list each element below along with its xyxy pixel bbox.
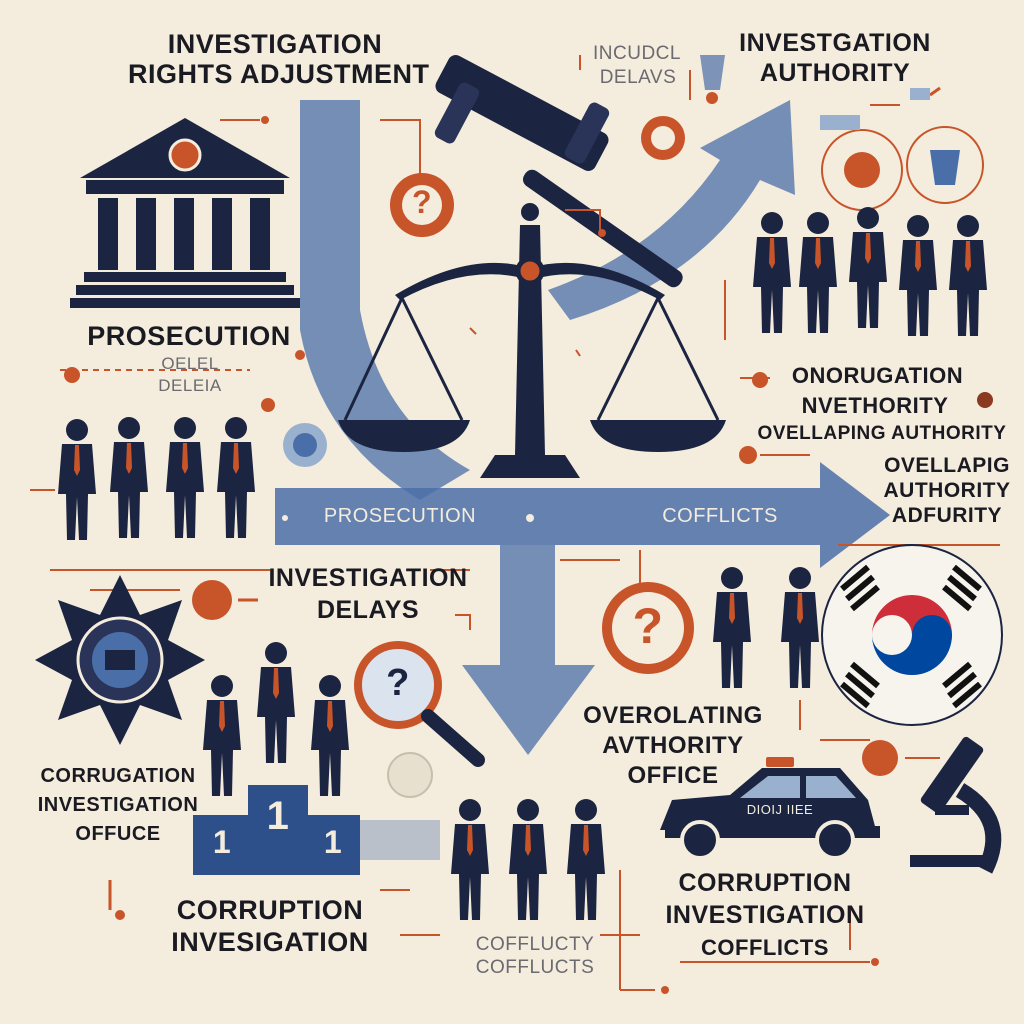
title-line-1: INVESTIGATION — [167, 29, 383, 59]
overlapping-authority-line-1: OVEROLATING — [583, 702, 763, 729]
top-faint-label-2: DELAVS — [599, 67, 677, 88]
bottom-right-line-1: CORRUPTION — [678, 869, 852, 897]
corruption-investigation-line-2: INVESIGATION — [171, 927, 369, 957]
right-label-3: OVELLAPING AUTHORITY — [757, 423, 1007, 444]
corruption-investigation-line-1: CORRUPTION — [176, 895, 364, 925]
scales-of-justice-icon — [338, 203, 726, 478]
corruption-office-line-2: INVESTIGATION — [37, 794, 199, 816]
question-icon-left — [390, 173, 454, 237]
microscope-icon — [910, 736, 1002, 874]
title-line-2: RIGHTS ADJUSTMENT — [128, 59, 430, 89]
far-right-label-3: ADFURITY — [891, 504, 1003, 527]
podium-label-left: 1 — [212, 824, 232, 860]
podium-icon — [193, 785, 360, 875]
overlapping-authority-line-3: OFFICE — [627, 762, 719, 789]
globe-icon — [283, 423, 327, 467]
police-car-text: DIOIJ IIEE — [746, 802, 814, 817]
question-mark-large: ? — [632, 598, 664, 654]
circle-badge-icon — [821, 126, 984, 211]
small-icons-top-right — [700, 55, 930, 130]
corruption-office-line-1: CORRUGATION — [40, 765, 196, 787]
question-icon-large — [602, 582, 694, 674]
left-faint-label-1: OELEL — [161, 354, 219, 373]
podium-label-right: 1 — [323, 824, 343, 860]
podium-label-center: 1 — [266, 794, 290, 838]
decorative-marks — [30, 55, 1000, 994]
investigation-delays-line-2: DELAYS — [316, 596, 420, 624]
officials-group-bottom — [451, 799, 605, 920]
bottom-faint-label-1: COFFLUCTY — [475, 934, 595, 955]
investigation-authority-line-1: INVESTGATION — [739, 29, 931, 57]
right-label-1: ONORUGATION — [791, 363, 964, 388]
gavel-icon — [434, 55, 683, 288]
question-mark-small: ? — [411, 184, 433, 220]
bottom-right-line-2: INVESTIGATION — [665, 901, 865, 929]
officers-group-top-right — [753, 207, 987, 336]
bottom-right-line-3: COFFLICTS — [701, 935, 829, 960]
far-right-label-2: AUTHORITY — [883, 479, 1011, 502]
magnifying-glass-icon — [354, 641, 485, 767]
bottom-faint-label-2: COFFLUCTS — [475, 957, 595, 978]
police-car-icon — [660, 757, 880, 860]
target-icon — [641, 116, 685, 160]
far-right-label-1: OVELLAPIG — [884, 454, 1010, 477]
overlapping-authority-line-2: AVTHORITY — [602, 732, 744, 759]
right-label-2: NVETHORITY — [801, 393, 949, 418]
investigation-delays-line-1: INVESTIGATION — [268, 564, 468, 592]
arrow-left-text: PROSECUTION — [323, 505, 477, 527]
korea-flag-icon — [821, 544, 1003, 726]
courthouse-icon — [70, 118, 300, 308]
corruption-office-line-3: OFFUCE — [75, 823, 161, 845]
officials-on-podium — [203, 642, 349, 796]
magnifier-question-mark: ? — [386, 662, 410, 704]
handshake-group — [713, 567, 819, 688]
flow-arrows — [275, 100, 890, 860]
officials-group-left — [58, 417, 255, 540]
left-faint-label-2: DELEIA — [158, 376, 222, 395]
arrow-right-text: COFFLICTS — [662, 505, 778, 527]
investigation-authority-line-2: AUTHORITY — [759, 59, 911, 87]
top-faint-label-1: INCUDCL — [593, 43, 681, 64]
orb-icon — [387, 752, 433, 798]
prosecution-label: PROSECUTION — [87, 321, 291, 351]
police-badge-icon — [35, 575, 205, 745]
